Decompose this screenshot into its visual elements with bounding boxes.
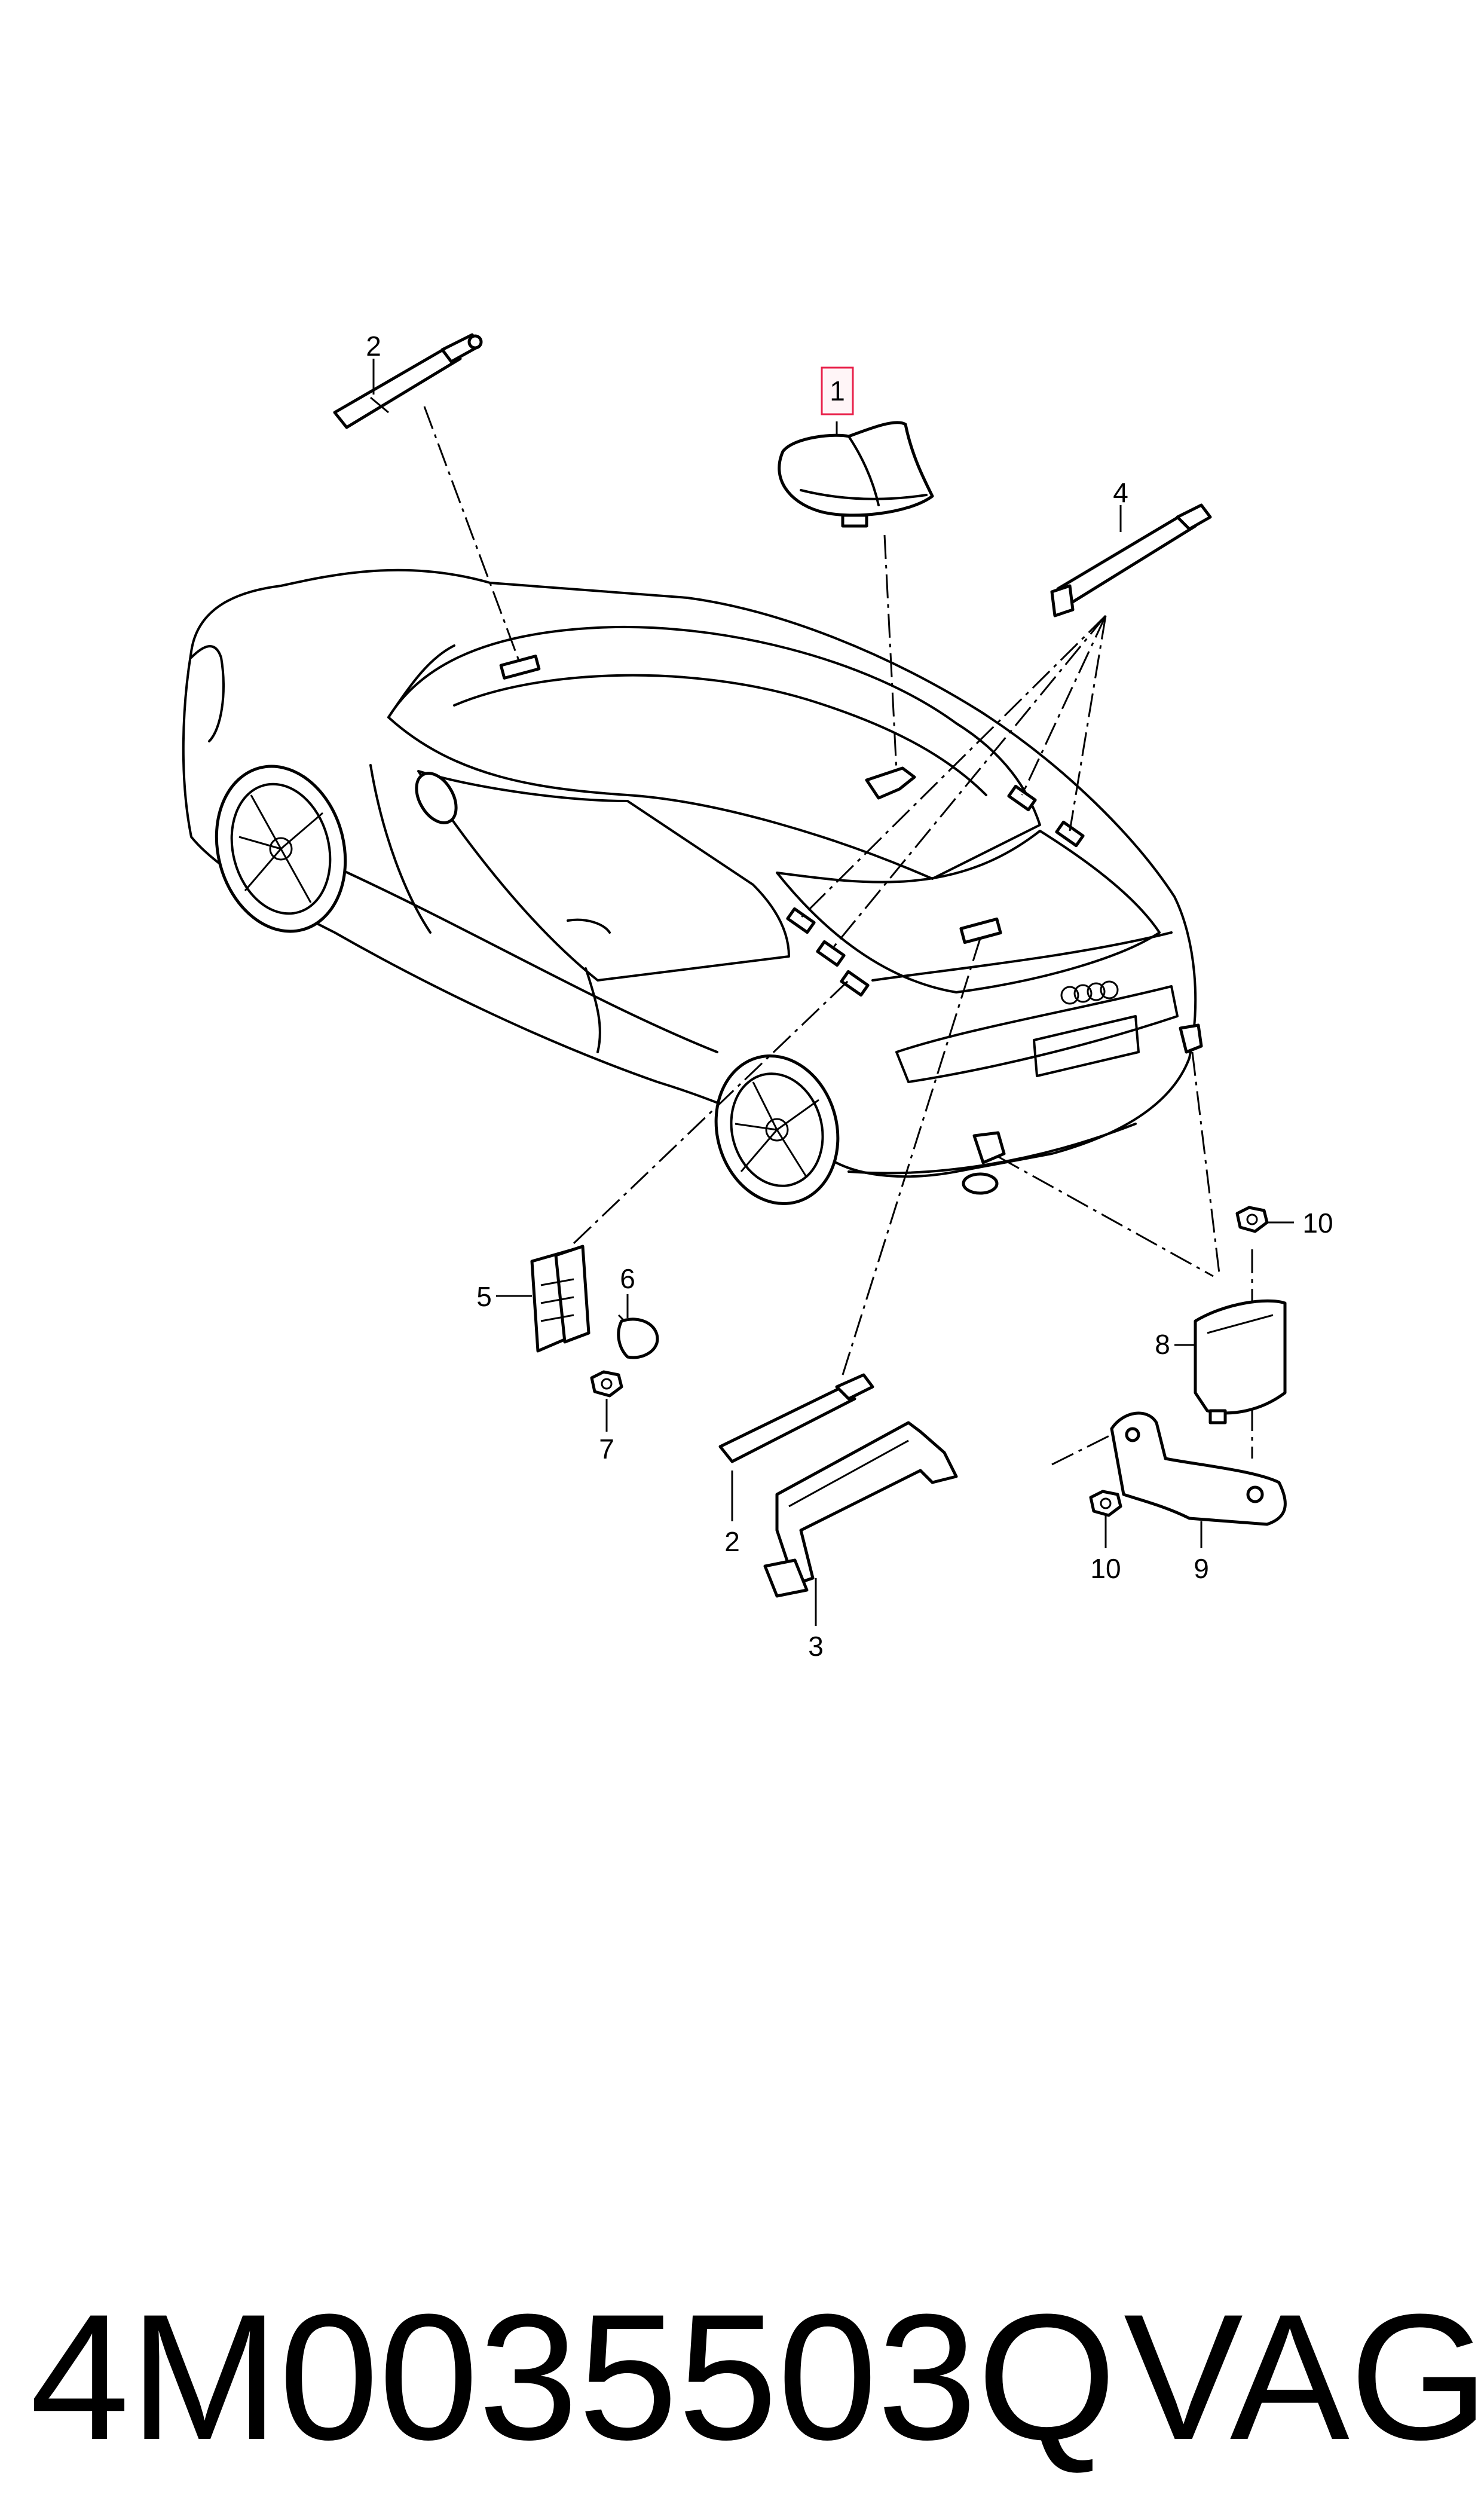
- callout-5[interactable]: 5: [476, 1281, 492, 1312]
- callout-10-lower[interactable]: 10: [1090, 1553, 1121, 1584]
- part-1-shark-fin-antenna[interactable]: [778, 421, 934, 528]
- part-6-plug[interactable]: [617, 1314, 659, 1359]
- car-illustration: [182, 568, 1203, 1205]
- roof-antenna-seat: [865, 766, 916, 800]
- callout-4[interactable]: 4: [1113, 477, 1128, 508]
- callout-1[interactable]: 1: [830, 375, 845, 406]
- part-number: 4M0035503Q: [30, 2276, 1116, 2477]
- front-wheel: [215, 765, 347, 933]
- part-10-nut-upper[interactable]: [1235, 1206, 1269, 1233]
- callout-6[interactable]: 6: [620, 1263, 635, 1294]
- callout-lines: [372, 359, 1294, 1626]
- part-5-sensor-bracket[interactable]: [530, 1245, 590, 1353]
- callout-3[interactable]: 3: [808, 1631, 824, 1662]
- footer: 4M0035503Q VAG: [30, 2276, 1484, 2477]
- callout-9[interactable]: 9: [1194, 1553, 1209, 1584]
- part-2-antenna-amplifier-upper[interactable]: [333, 333, 483, 429]
- callout-8[interactable]: 8: [1155, 1329, 1170, 1360]
- part-7-nut[interactable]: [590, 1370, 623, 1398]
- part-8-mount-plate[interactable]: [1194, 1299, 1287, 1424]
- rear-wheel: [714, 1054, 840, 1205]
- part-4-antenna-amplifier[interactable]: [1050, 503, 1212, 617]
- brand-rings-icon: [1060, 980, 1119, 1005]
- callout-2-upper[interactable]: 2: [366, 331, 381, 362]
- callout-2-lower[interactable]: 2: [724, 1526, 740, 1557]
- callout-10-upper[interactable]: 10: [1302, 1207, 1333, 1239]
- callout-1-highlight: [821, 366, 854, 415]
- brand-name: VAG: [1124, 2276, 1484, 2477]
- callout-7[interactable]: 7: [599, 1433, 614, 1465]
- callout-labels: 1 2 2 3 4 5 6 7 8 9 10 10: [366, 331, 1333, 1662]
- part-9-bracket[interactable]: [1110, 1411, 1287, 1526]
- part-2-antenna-amplifier-lower[interactable]: [718, 1373, 874, 1463]
- leader-lines: [423, 406, 1253, 1466]
- part-10-nut-lower[interactable]: [1089, 1490, 1122, 1517]
- part-3-bracket[interactable]: [763, 1421, 958, 1598]
